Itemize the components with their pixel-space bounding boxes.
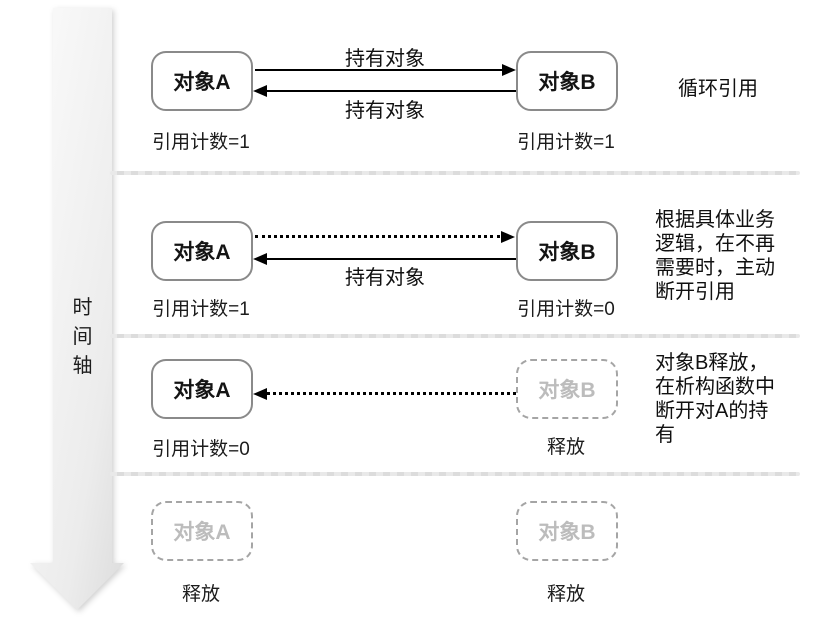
row-note: 根据具体业务 逻辑，在不再 需要时，主动 断开引用 <box>655 209 775 303</box>
ref-count-label-a: 引用计数=0 <box>152 439 250 460</box>
row-separator <box>110 334 800 338</box>
object-a-box-released: 对象A <box>151 501 253 561</box>
hold-arrow-line <box>267 258 516 260</box>
hold-arrow-line <box>267 90 516 92</box>
row-note: 循环引用 <box>678 78 758 100</box>
object-a-title: 对象A <box>173 71 231 94</box>
release-label-a: 释放 <box>181 584 220 605</box>
broken-hold-dotted-line <box>267 392 516 395</box>
release-label-b: 释放 <box>546 437 585 458</box>
object-b-box: 对象B <box>516 51 618 111</box>
object-a-box: 对象A <box>151 359 253 419</box>
object-b-title: 对象B <box>538 521 596 544</box>
row-separator <box>110 472 800 476</box>
object-b-box: 对象B <box>516 221 618 281</box>
hold-arrow-line <box>255 69 502 71</box>
object-b-title: 对象B <box>538 71 596 94</box>
release-label-b: 释放 <box>546 584 585 605</box>
object-a-box: 对象A <box>151 221 253 281</box>
broken-hold-dotted-line <box>255 235 500 238</box>
object-b-box-released: 对象B <box>516 359 618 419</box>
ref-count-label-b: 引用计数=0 <box>517 299 615 320</box>
ref-count-label-b: 引用计数=1 <box>517 132 615 153</box>
object-a-title: 对象A <box>173 521 231 544</box>
hold-arrow-label: 持有对象 <box>345 48 425 70</box>
arrowhead-left-icon <box>253 253 267 265</box>
object-a-title: 对象A <box>173 241 231 264</box>
object-b-title: 对象B <box>538 241 596 264</box>
object-a-title: 对象A <box>173 379 231 402</box>
object-b-title: 对象B <box>538 379 596 402</box>
hold-arrow-label: 持有对象 <box>345 267 425 289</box>
timeline-arrow <box>30 8 124 610</box>
object-a-box: 对象A <box>151 51 253 111</box>
ref-count-label-a: 引用计数=1 <box>152 299 250 320</box>
row-note: 对象B释放， 在析构函数中 断开对A的持 有 <box>655 352 775 446</box>
arrowhead-left-icon <box>253 85 267 97</box>
ref-count-label-a: 引用计数=1 <box>152 132 250 153</box>
object-b-box-released: 对象B <box>516 501 618 561</box>
timeline-label: 时 间 轴 <box>72 297 93 377</box>
row-separator <box>110 171 800 175</box>
arrowhead-right-icon <box>501 231 515 243</box>
arrowhead-right-icon <box>502 64 516 76</box>
hold-arrow-label: 持有对象 <box>345 100 425 122</box>
arrowhead-left-icon <box>253 388 267 400</box>
